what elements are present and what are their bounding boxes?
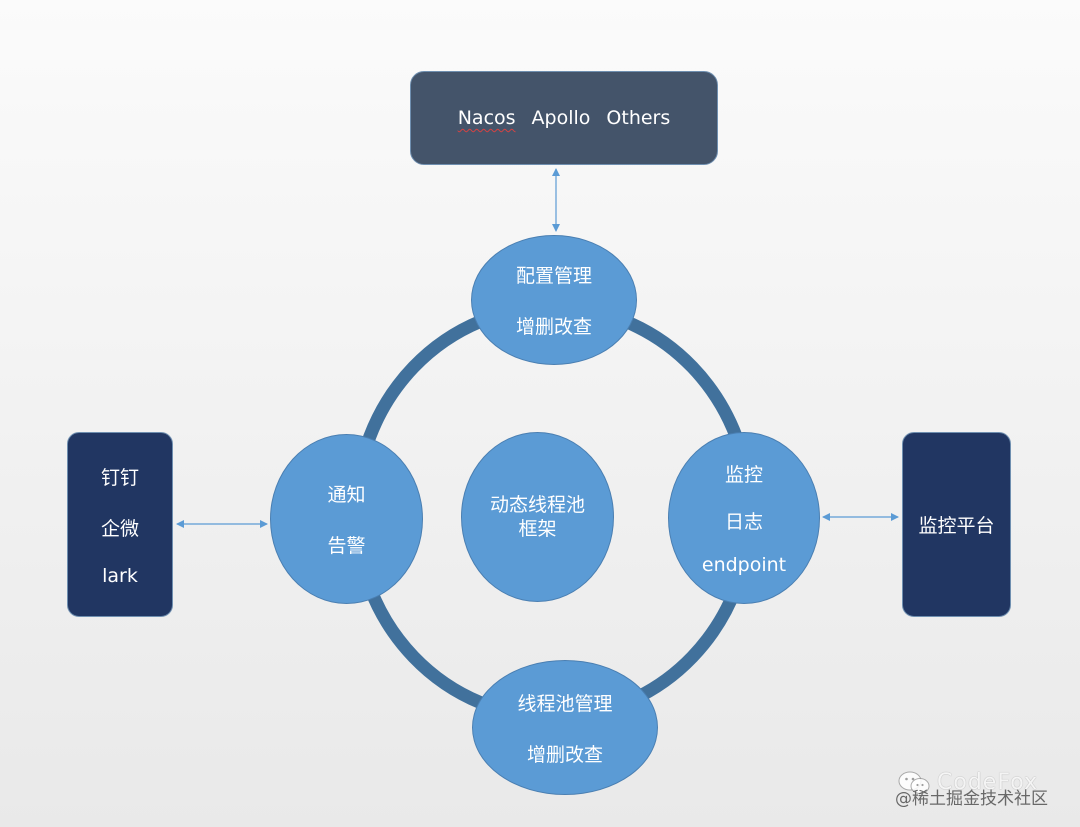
watermark: CodeFox @稀土掘金技术社区	[893, 770, 1075, 822]
core-framework-title: 动态线程池	[489, 494, 585, 516]
config-source-others: Others	[606, 107, 671, 129]
watermark-brand: CodeFox	[937, 770, 1038, 795]
config-management-title: 配置管理	[515, 265, 592, 287]
notification-title: 通知	[327, 484, 366, 506]
config-source-box: Nacos Apollo Others	[410, 71, 718, 165]
channel-lark: lark	[102, 564, 138, 587]
monitor-platform-box: 监控平台	[902, 432, 1011, 617]
channel-dingtalk: 钉钉	[100, 466, 139, 489]
pool-management-node: 线程池管理 增删改查	[472, 660, 658, 795]
watermark-community: @稀土掘金技术社区	[895, 789, 1048, 809]
channel-wecom: 企微	[100, 517, 139, 540]
notification-alert: 告警	[327, 535, 366, 557]
config-management-crud: 增删改查	[515, 316, 592, 338]
monitoring-log: 日志	[724, 511, 763, 533]
config-source-apollo: Apollo	[531, 107, 591, 129]
monitoring-node: 监控 日志 endpoint	[668, 432, 820, 604]
pool-management-title: 线程池管理	[517, 692, 613, 715]
notification-node: 通知 告警	[270, 434, 423, 604]
wechat-icon	[898, 771, 930, 794]
core-framework-node: 动态线程池 框架	[461, 432, 614, 602]
monitor-platform-label: 监控平台	[918, 515, 995, 537]
config-management-node: 配置管理 增删改查	[471, 235, 637, 365]
monitoring-title: 监控	[724, 464, 763, 486]
config-source-nacos: Nacos	[457, 107, 516, 129]
core-framework-subtitle: 框架	[518, 518, 557, 540]
monitoring-endpoint: endpoint	[701, 554, 787, 576]
notify-channels-box: 钉钉 企微 lark	[67, 432, 173, 617]
pool-management-crud: 增删改查	[526, 743, 603, 766]
